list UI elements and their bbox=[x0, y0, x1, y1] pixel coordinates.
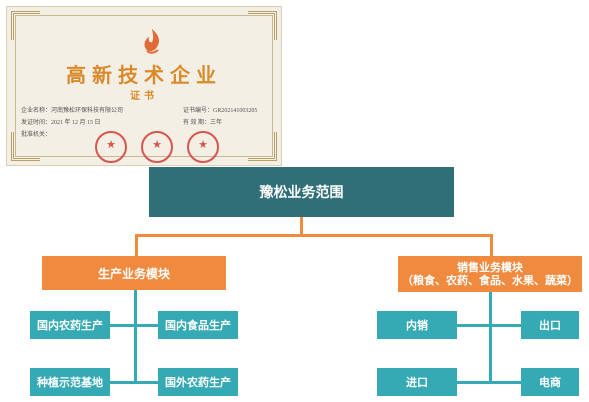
root-connector bbox=[300, 217, 303, 235]
sales-connector bbox=[490, 234, 493, 256]
production-trunk bbox=[134, 290, 137, 382]
production-item: 国外农药生产 bbox=[158, 368, 238, 396]
sales-module-label: 销售业务模块 bbox=[457, 261, 523, 274]
sales-item-label: 电商 bbox=[539, 376, 561, 389]
production-branch bbox=[110, 324, 158, 327]
root-node: 豫松业务范围 bbox=[149, 167, 454, 217]
approval-label: 批准机关： bbox=[21, 132, 52, 138]
date-field: 发证时间：2021 年 12 月 15 日 bbox=[21, 117, 101, 126]
production-connector bbox=[135, 234, 138, 256]
approval-field: 批准机关： bbox=[21, 129, 51, 138]
company-value: 河南豫松环保科技有限公司 bbox=[51, 108, 124, 114]
official-seal: ★ bbox=[95, 131, 127, 163]
validity-value: 三年 bbox=[210, 120, 223, 126]
sales-item: 内销 bbox=[377, 311, 457, 339]
production-item-label: 国内食品生产 bbox=[165, 319, 231, 332]
sales-item-label: 内销 bbox=[406, 319, 428, 332]
module-connector bbox=[135, 234, 492, 237]
company-label: 企业名称： bbox=[21, 108, 52, 114]
sales-branch bbox=[457, 324, 521, 327]
cert-no-field: 证书编号：GR202141003205 bbox=[183, 105, 257, 114]
production-branch bbox=[110, 381, 158, 384]
sales-item: 出口 bbox=[521, 311, 579, 339]
certificate-title: 高新技术企业 bbox=[66, 63, 222, 87]
corner-ornament bbox=[248, 11, 277, 40]
date-label: 发证时间： bbox=[21, 120, 52, 126]
sales-trunk bbox=[489, 292, 492, 382]
date-value: 2021 年 12 月 15 日 bbox=[51, 120, 101, 126]
certificate-image: 高新技术企业 证书 企业名称：河南豫松环保科技有限公司 发证时间：2021 年 … bbox=[6, 6, 282, 166]
sales-item-label: 进口 bbox=[406, 376, 428, 389]
production-item-label: 国外农药生产 bbox=[165, 376, 231, 389]
production-item-label: 国内农药生产 bbox=[37, 319, 103, 332]
cert-no-value: GR202141003205 bbox=[213, 108, 258, 114]
cert-no-label: 证书编号： bbox=[183, 108, 214, 114]
root-node-label: 豫松业务范围 bbox=[259, 185, 344, 201]
production-item: 国内农药生产 bbox=[30, 311, 110, 339]
official-seal: ★ bbox=[187, 131, 219, 163]
sales-item-label: 出口 bbox=[539, 319, 561, 332]
production-module: 生产业务模块 bbox=[42, 256, 226, 290]
corner-ornament bbox=[11, 132, 40, 161]
sales-item: 进口 bbox=[377, 368, 457, 396]
sales-module-sublabel: （粮食、农药、食品、水果、蔬菜） bbox=[402, 274, 578, 287]
validity-label: 有 效 期： bbox=[183, 120, 211, 126]
company-field: 企业名称：河南豫松环保科技有限公司 bbox=[21, 105, 123, 114]
sales-branch bbox=[457, 381, 521, 384]
production-item: 国内食品生产 bbox=[158, 311, 238, 339]
production-item-label: 种植示范基地 bbox=[37, 376, 103, 389]
corner-ornament bbox=[11, 11, 40, 40]
corner-ornament bbox=[248, 132, 277, 161]
official-seal: ★ bbox=[141, 131, 173, 163]
sales-item: 电商 bbox=[521, 368, 579, 396]
production-module-label: 生产业务模块 bbox=[97, 266, 170, 281]
validity-field: 有 效 期：三年 bbox=[183, 117, 222, 126]
high-tech-emblem-icon bbox=[144, 29, 160, 54]
certificate-subtitle: 证书 bbox=[130, 91, 158, 102]
sales-module: 销售业务模块 （粮食、农药、食品、水果、蔬菜） bbox=[398, 256, 582, 292]
production-item: 种植示范基地 bbox=[30, 368, 110, 396]
